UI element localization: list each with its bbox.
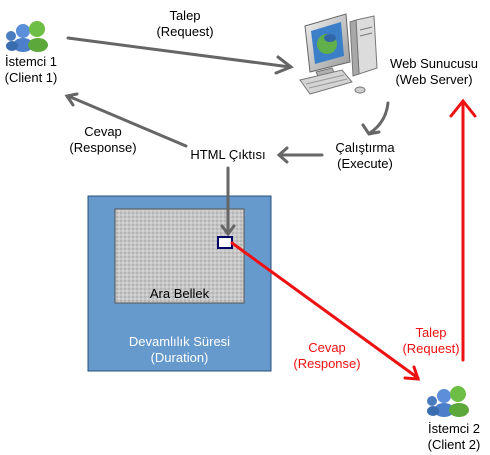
web-server-icon <box>299 13 378 95</box>
request1-label: Talep (Request) <box>140 8 230 40</box>
html-output-arrow <box>276 146 324 164</box>
server-turkish: Web Sunucusu <box>390 56 478 71</box>
cache-marker <box>217 236 233 249</box>
execute-label: Çalıştırma (Execute) <box>325 140 405 172</box>
html-output-label: HTML Çıktısı <box>190 147 266 162</box>
server-label: Web Sunucusu (Web Server) <box>378 56 490 88</box>
client2-english: (Client 2) <box>427 437 481 452</box>
request1-turkish: Talep <box>169 8 201 23</box>
duration-label: Devamlılık Süresi (Duration) <box>88 334 271 366</box>
response1-english: (Response) <box>69 140 137 155</box>
response-arrow-client1 <box>64 92 188 148</box>
request1-english: (Request) <box>156 24 214 39</box>
response2-turkish: Cevap <box>308 340 346 355</box>
client1-english: (Client 1) <box>4 70 58 85</box>
client1-label: İstemci 1 (Client 1) <box>0 54 62 86</box>
cache-label: Ara Bellek <box>149 286 210 301</box>
request2-label: Talep (Request) <box>386 325 476 357</box>
response1-label: Cevap (Response) <box>58 124 148 156</box>
execute-arrow <box>361 101 390 136</box>
cache-arrow <box>220 166 236 237</box>
server-english: (Web Server) <box>395 72 473 87</box>
duration-turkish: Devamlılık Süresi <box>128 334 231 349</box>
client2-name: İstemci 2 <box>427 421 480 436</box>
execute-english: (Execute) <box>337 156 393 171</box>
response2-english: (Response) <box>293 356 361 371</box>
request2-turkish: Talep <box>415 325 447 340</box>
request-arrow-client1 <box>66 36 295 75</box>
response2-label: Cevap (Response) <box>282 340 372 372</box>
request2-english: (Request) <box>402 341 460 356</box>
execute-turkish: Çalıştırma <box>335 140 395 155</box>
client1-name: İstemci 1 <box>4 54 57 69</box>
response1-turkish: Cevap <box>84 124 122 139</box>
client1-icon <box>6 21 48 52</box>
client2-icon <box>427 386 469 417</box>
request-arrow-client2 <box>449 98 477 362</box>
client2-label: İstemci 2 (Client 2) <box>418 421 490 453</box>
response-arrow-client2 <box>230 241 421 381</box>
duration-english: (Duration) <box>150 350 209 365</box>
